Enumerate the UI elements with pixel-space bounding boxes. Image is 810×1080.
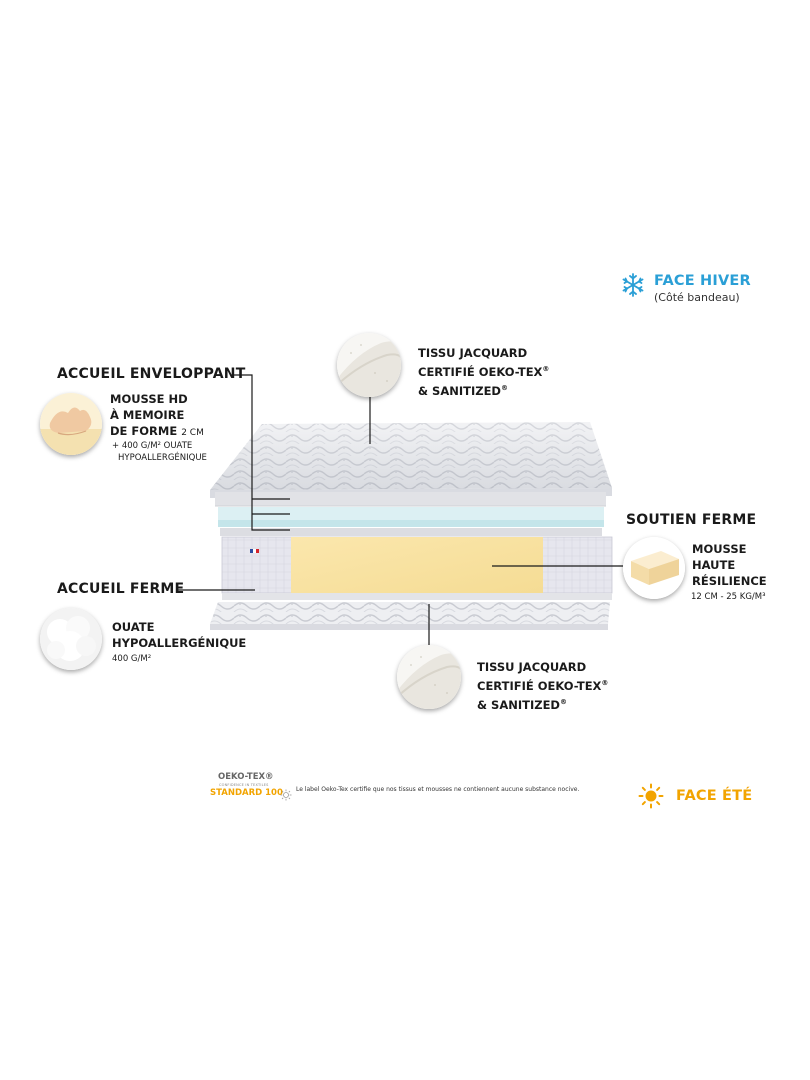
wadding-line1: OUATE (112, 620, 155, 634)
top-fabric-closeup-image (337, 333, 401, 397)
face-hiver-title: FACE HIVER (654, 273, 751, 289)
memory-foam-label: MOUSSE HD À MEMOIRE DE FORME 2 CM (110, 391, 204, 441)
sun-icon (638, 783, 664, 809)
soutien-ferme-heading: SOUTIEN FERME (626, 512, 757, 528)
bottom-fabric-line3: & SANITIZED (477, 697, 560, 712)
top-fabric-line2: CERTIFIÉ OEKO-TEX (418, 364, 543, 379)
memory-foam-detail1: + 400 G/M² OUATE (112, 441, 193, 451)
oeko-tex-sun-icon (280, 786, 292, 801)
bottom-fabric-line3-sup: ® (559, 697, 567, 706)
top-fabric-line2-sup: ® (542, 365, 550, 373)
top-fabric-line3: & SANITIZED (418, 383, 501, 398)
face-ete-title: FACE ÉTÉ (676, 788, 753, 804)
bottom-fabric-label: TISSU JACQUARD CERTIFIÉ OEKO-TEX® & SANI… (477, 659, 608, 713)
face-ete-badge: FACE ÉTÉ (638, 783, 768, 809)
top-quilted-layer (210, 422, 612, 498)
hr-foam-block-image (623, 537, 685, 599)
accueil-ferme-heading: ACCUEIL FERME (57, 581, 185, 597)
bottom-fabric-closeup-image (397, 645, 461, 709)
memory-foam-line2: À MEMOIRE (110, 408, 185, 422)
bottom-fabric-line2: CERTIFIÉ OEKO-TEX (477, 678, 602, 693)
top-fabric-line3-sup: ® (500, 383, 508, 392)
oeko-tex-standard: STANDARD 100 (210, 788, 283, 798)
hr-foam-detail: 12 CM - 25 KG/M³ (691, 592, 766, 602)
top-fabric-line1: TISSU JACQUARD (418, 346, 528, 360)
bottom-fabric-line2-sup: ® (601, 679, 609, 687)
memory-foam-line3: DE FORME (110, 424, 178, 438)
memory-foam-hand-image (40, 393, 102, 455)
oeko-tex-brand: OEKO-TEX® (218, 772, 274, 782)
memory-foam-thickness: 2 CM (181, 428, 204, 438)
hr-foam-label: MOUSSE HAUTE RÉSILIENCE (692, 541, 767, 589)
oeko-tex-tagline: CONFIDENCE IN TEXTILES (219, 783, 269, 787)
oeko-tex-note: Le label Oeko-Tex certifie que nos tissu… (296, 786, 580, 793)
bottom-fabric-line1: TISSU JACQUARD (477, 660, 587, 674)
hr-foam-line1: MOUSSE (692, 542, 747, 556)
face-hiver-badge: FACE HIVER (Côté bandeau) (622, 272, 772, 312)
memory-foam-detail: + 400 G/M² OUATE HYPOALLERGÉNIQUE (112, 440, 207, 464)
face-hiver-subtitle: (Côté bandeau) (654, 291, 740, 304)
snowflake-icon (622, 272, 644, 298)
top-fabric-label: TISSU JACQUARD CERTIFIÉ OEKO-TEX® & SANI… (418, 345, 549, 399)
wadding-detail: 400 G/M² (112, 654, 152, 664)
wadding-label: OUATE HYPOALLERGÉNIQUE (112, 619, 246, 651)
hypoallergenic-wadding-image (40, 608, 102, 670)
accueil-enveloppant-heading: ACCUEIL ENVELOPPANT (57, 366, 246, 382)
oeko-tex-logo: OEKO-TEX® CONFIDENCE IN TEXTILES STANDAR… (210, 772, 292, 802)
memory-foam-detail2: HYPOALLERGÉNIQUE (118, 453, 207, 463)
hr-foam-line3: RÉSILIENCE (692, 574, 767, 588)
memory-foam-line1: MOUSSE HD (110, 392, 188, 406)
wadding-line2: HYPOALLERGÉNIQUE (112, 636, 247, 650)
hr-foam-line2: HAUTE (692, 558, 736, 572)
